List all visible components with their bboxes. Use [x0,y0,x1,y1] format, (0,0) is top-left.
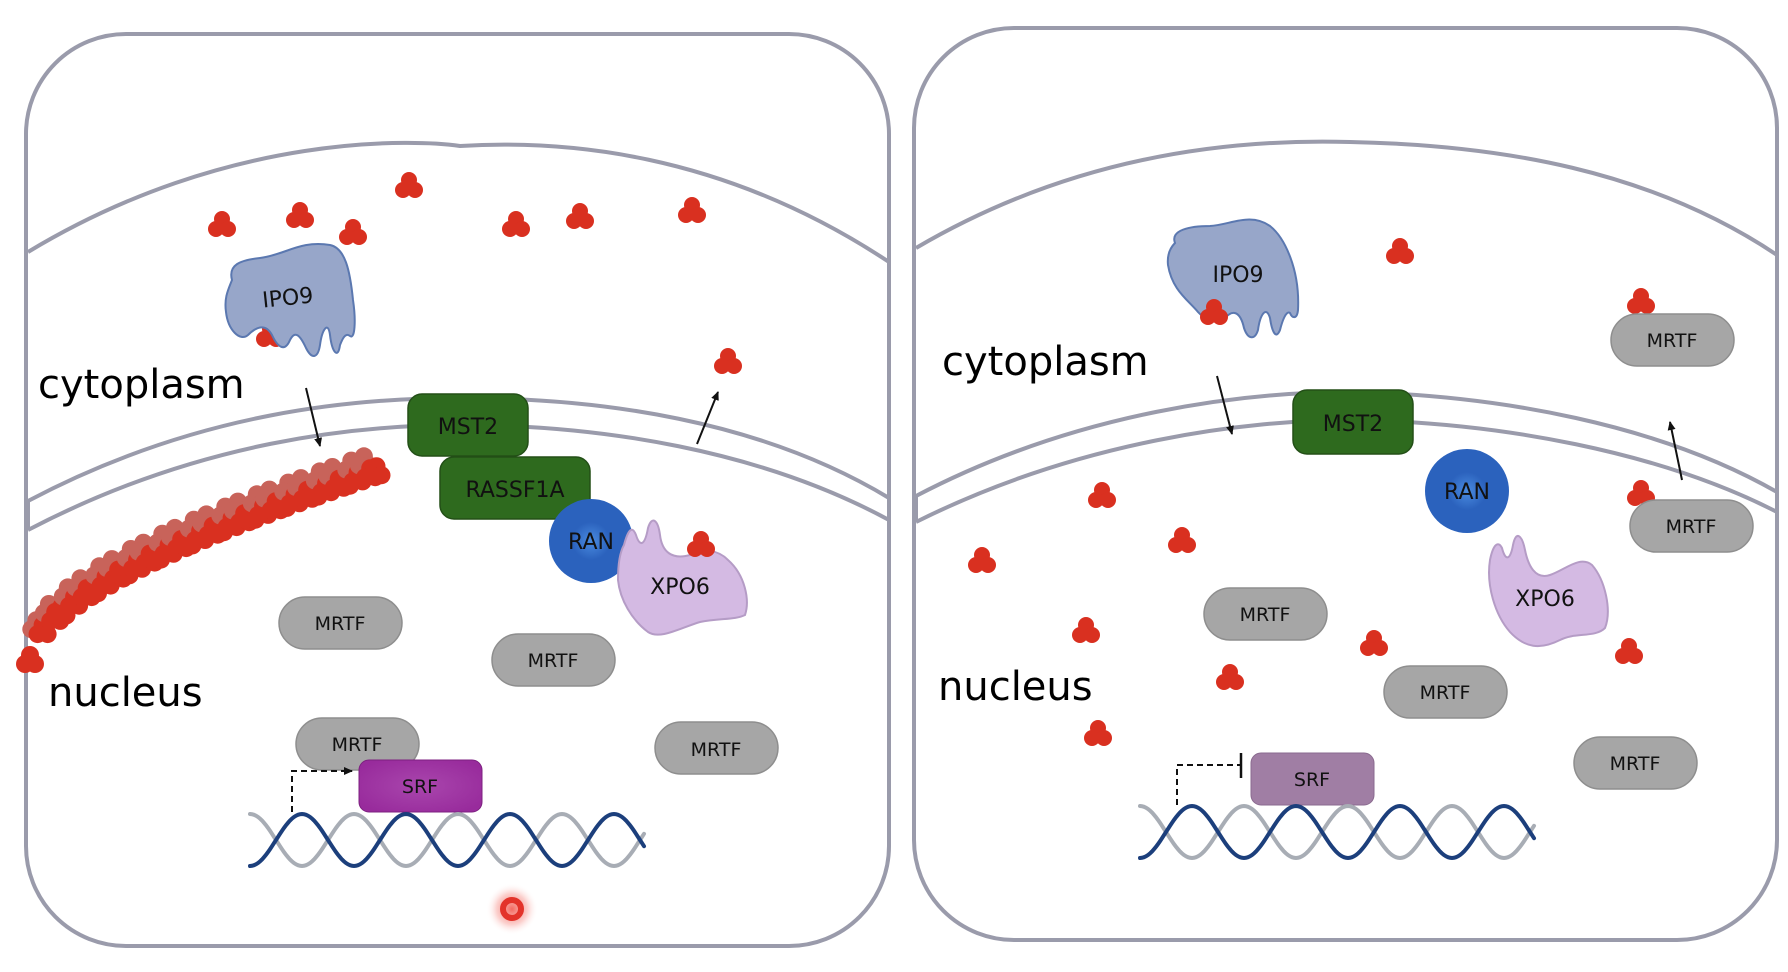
nuclear-envelope-edge [26,498,891,530]
g-actin [1360,630,1388,656]
ipo9-label: IPO9 [261,283,314,313]
dna-double-helix [1138,803,1536,861]
mrtf-label: MRTF [1240,604,1291,626]
mst2-protein: MST2 [1292,389,1414,455]
g-actin [1168,527,1196,553]
cortex-line [26,140,891,264]
g-actin [1615,638,1643,664]
mrtf-label: MRTF [1666,516,1717,538]
mrtf-protein: MRTF [1383,665,1508,719]
mst2-label: MST2 [1323,412,1383,437]
g-actin [1386,238,1414,264]
xpo6-label: XPO6 [1515,587,1575,612]
g-actin [1088,482,1116,508]
mrtf-label: MRTF [691,739,742,761]
g-actin [1084,720,1112,746]
nucleus-label: nucleus [938,664,1093,710]
g-actin [714,348,742,374]
mst2-protein: MST2 [407,393,529,457]
g-actin [286,202,314,228]
g-actin [339,219,367,245]
g-actin [395,172,423,198]
xpo6-exportin: XPO6 [1488,535,1609,648]
cell-membrane [24,32,891,948]
export-arrow [1667,421,1683,481]
g-actin [208,211,236,237]
transcription-inhibition-line [1176,764,1240,805]
mrtf-protein: MRTF [295,717,420,771]
nuclear-envelope-edge [914,492,1779,522]
xpo6-shape [1488,535,1609,648]
g-actin [678,197,706,223]
srf-label: SRF [402,776,438,798]
f-actin-filament [16,447,391,673]
cortex-line [914,139,1779,257]
transcription-activation-arrow [291,767,353,812]
g-actin [968,547,996,573]
dna-strand-a [248,811,646,869]
signal-indicator-icon [486,883,538,935]
ipo9-label: IPO9 [1212,263,1263,288]
g-actin [1216,664,1244,690]
cell-membrane [912,26,1779,942]
rassf1a-label: RASSF1A [465,478,564,503]
cytoplasm-label: cytoplasm [942,339,1149,385]
g-actin [1072,617,1100,643]
srf-protein: SRF [1250,752,1375,806]
ipo9-shape [1166,218,1300,339]
dna-strand-b [248,811,646,869]
import-arrow [305,387,323,447]
mrtf-label: MRTF [528,650,579,672]
g-actin-cargo [687,531,715,557]
ipo9-importin: IPO9 [1166,218,1300,339]
mrtf-protein: MRTF [654,721,779,775]
ran-protein: RAN [1425,449,1509,533]
mrtf-protein: MRTF [1203,587,1328,641]
xpo6-exportin: XPO6 [616,519,748,636]
srf-protein: SRF [358,759,483,813]
mrtf-protein: MRTF [491,633,616,687]
import-arrow [1216,375,1234,435]
g-actin [566,203,594,229]
ran-label: RAN [1444,480,1490,505]
nucleus-label: nucleus [48,670,203,716]
panel-right: IPO9 MRTF cytoplasm nucleus MST2 RAN XPO… [912,26,1779,942]
g-actin-bound [1627,288,1655,314]
g-actin [502,211,530,237]
mrtf-label: MRTF [1610,753,1661,775]
f-actin-subunit [26,655,44,673]
mrtf-label: MRTF [332,734,383,756]
srf-label: SRF [1294,769,1330,791]
dna-strand-b [1138,803,1536,861]
xpo6-shape [616,519,748,636]
mrtf-label: MRTF [1647,330,1698,352]
mrtf-protein: MRTF [1629,499,1754,553]
mrtf-protein: MRTF [1573,736,1698,790]
ran-protein: RAN [549,499,633,583]
dna-double-helix [248,811,646,869]
panel-left: IPO9 cytoplasm nucleus MST2 RASSF1A RAN … [16,32,891,948]
ran-label: RAN [568,530,614,555]
export-arrow [696,391,719,445]
ipo9-importin: IPO9 [224,243,356,357]
f-actin-subunit [372,466,391,485]
mst2-label: MST2 [438,415,498,440]
xpo6-label: XPO6 [650,575,710,600]
mrtf-label: MRTF [1420,682,1471,704]
mrtf-label: MRTF [315,613,366,635]
ipo9-shape [224,243,356,357]
cytoplasm-label: cytoplasm [38,362,245,408]
mrtf-protein: MRTF [1610,313,1735,367]
dna-strand-a [1138,803,1536,861]
mrtf-protein: MRTF [278,596,403,650]
rassf1a-protein: RASSF1A [439,456,591,520]
